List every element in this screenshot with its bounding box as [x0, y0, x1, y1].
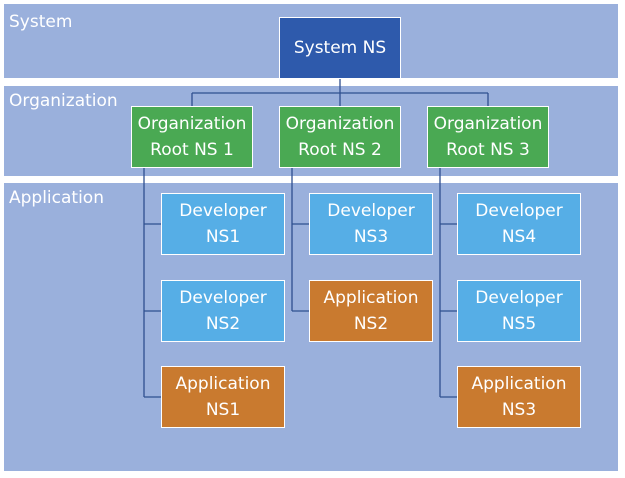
- developer-ns4-node: Developer NS4: [457, 193, 581, 255]
- org-root-ns-1-line2: Root NS 1: [150, 140, 234, 160]
- organization-band-label: Organization: [9, 91, 118, 111]
- application-ns3-node: Application NS3: [457, 366, 581, 428]
- developer-ns2-node: Developer NS2: [161, 280, 285, 342]
- application-band-label: Application: [9, 188, 104, 208]
- developer-ns5-line2: NS5: [501, 314, 537, 334]
- system-band-label: System: [9, 12, 73, 32]
- developer-ns4-line1: Developer: [475, 201, 563, 221]
- application-ns2-node: Application NS2: [309, 280, 433, 342]
- org-root-ns-2-line1: Organization: [285, 114, 395, 134]
- org-root-ns-1-line1: Organization: [137, 114, 247, 134]
- application-ns2-line1: Application: [323, 288, 419, 308]
- system-ns-label: System NS: [293, 38, 387, 58]
- org-root-ns-1-node: Organization Root NS 1: [131, 106, 253, 168]
- developer-ns3-line1: Developer: [327, 201, 415, 221]
- application-ns3-line2: NS3: [501, 400, 537, 420]
- developer-ns1-line2: NS1: [205, 227, 241, 247]
- developer-ns3-line2: NS3: [353, 227, 389, 247]
- application-ns1-line1: Application: [175, 374, 271, 394]
- developer-ns1-node: Developer NS1: [161, 193, 285, 255]
- org-root-ns-3-line2: Root NS 3: [446, 140, 530, 160]
- org-root-ns-2-node: Organization Root NS 2: [279, 106, 401, 168]
- developer-ns5-node: Developer NS5: [457, 280, 581, 342]
- developer-ns2-line2: NS2: [205, 314, 241, 334]
- application-ns1-line2: NS1: [205, 400, 241, 420]
- developer-ns3-node: Developer NS3: [309, 193, 433, 255]
- application-ns2-line2: NS2: [353, 314, 389, 334]
- developer-ns4-line2: NS4: [501, 227, 537, 247]
- application-ns1-node: Application NS1: [161, 366, 285, 428]
- system-ns-node: System NS: [279, 17, 401, 79]
- developer-ns2-line1: Developer: [179, 288, 267, 308]
- developer-ns5-line1: Developer: [475, 288, 563, 308]
- application-ns3-line1: Application: [471, 374, 567, 394]
- org-root-ns-2-line2: Root NS 2: [298, 140, 382, 160]
- developer-ns1-line1: Developer: [179, 201, 267, 221]
- org-root-ns-3-line1: Organization: [433, 114, 543, 134]
- org-root-ns-3-node: Organization Root NS 3: [427, 106, 549, 168]
